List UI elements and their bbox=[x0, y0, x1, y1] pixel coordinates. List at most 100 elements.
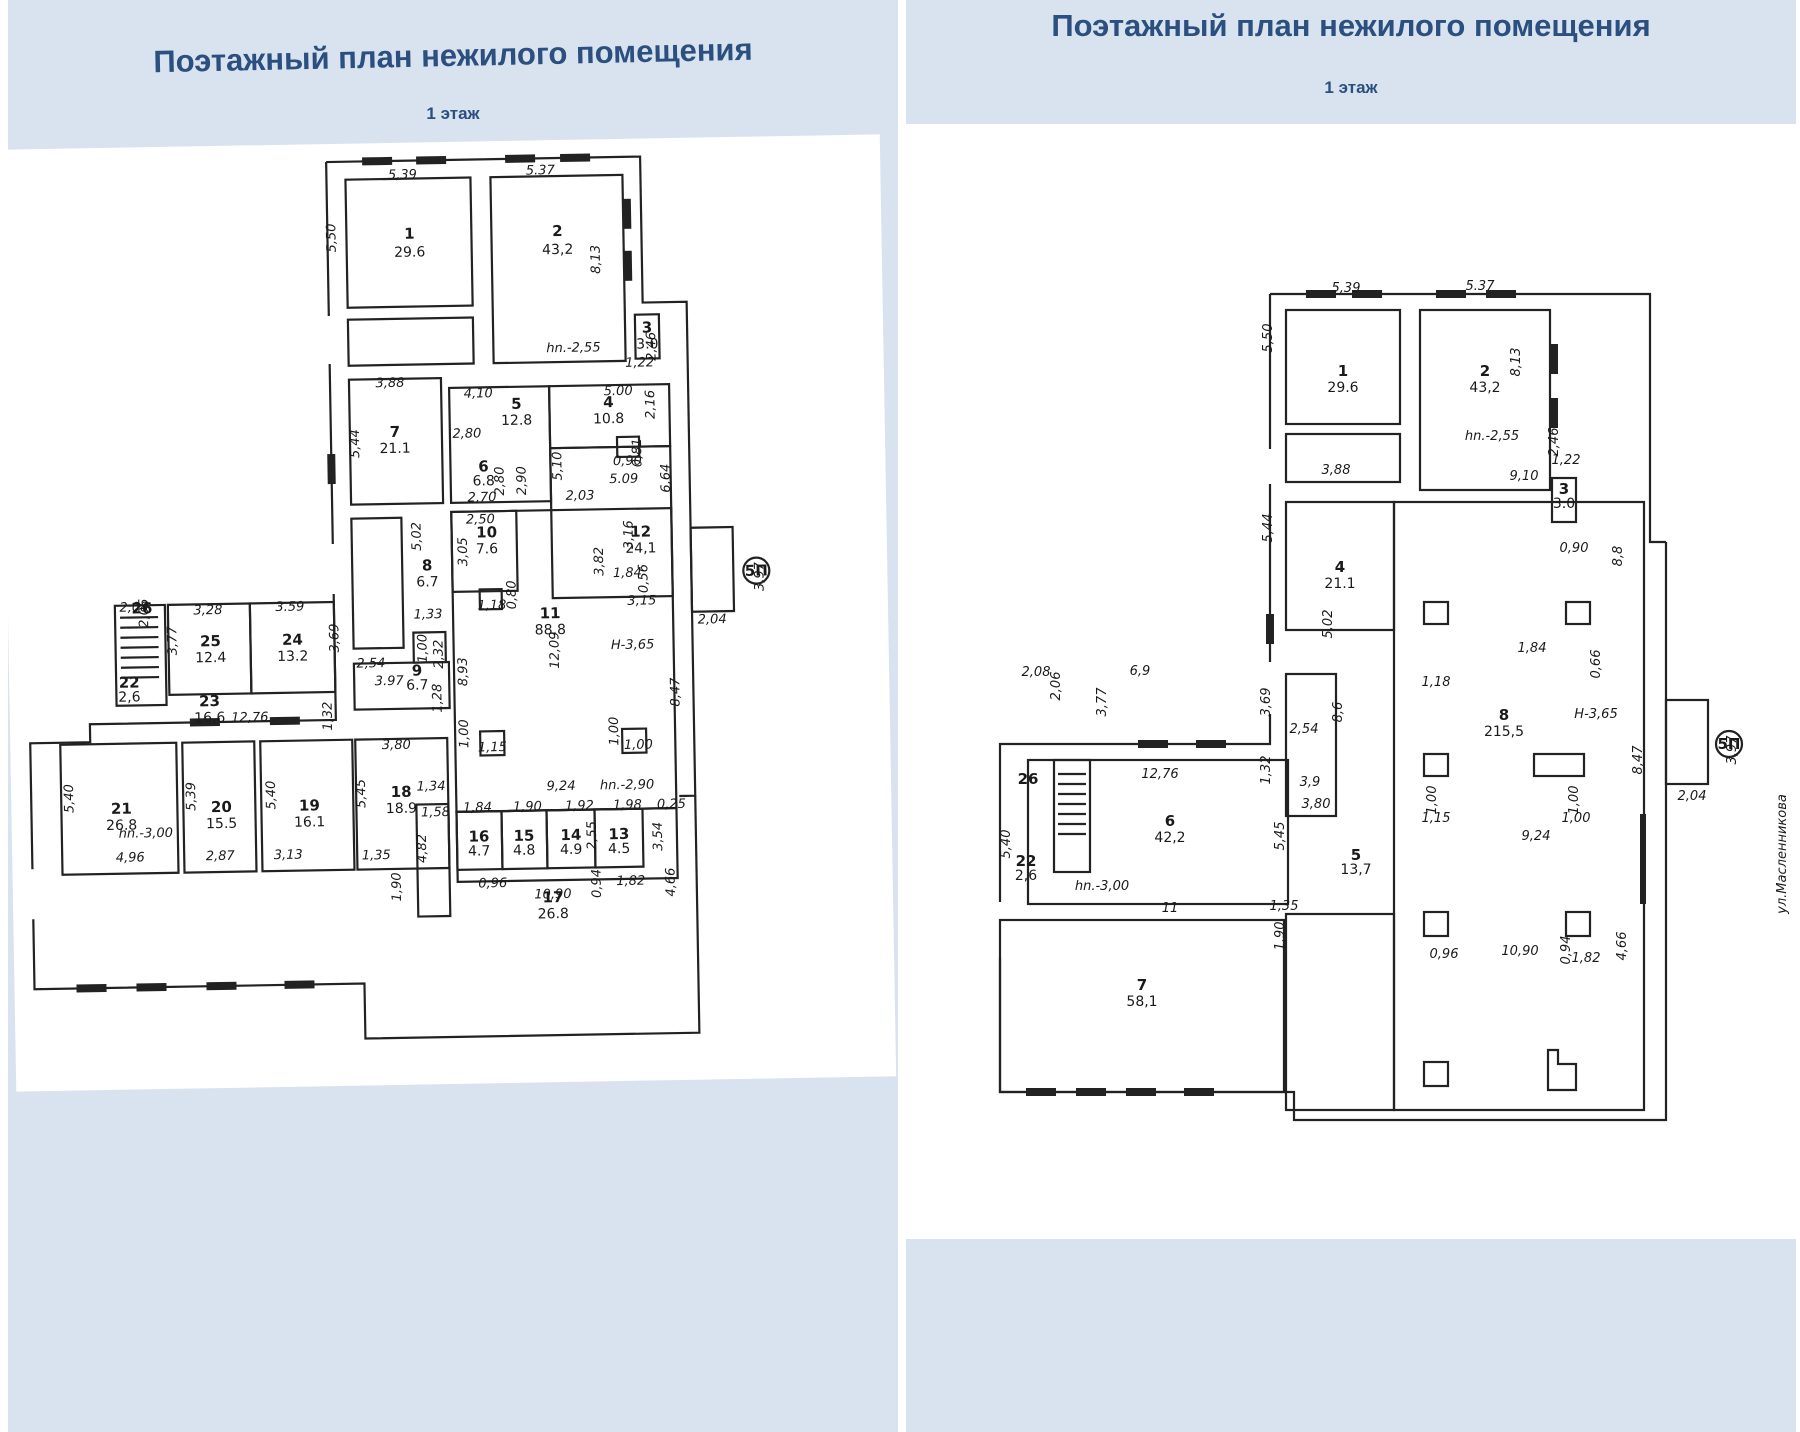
dimension-label: 10,90 bbox=[1501, 944, 1538, 959]
panel-subtitle: 1 этаж bbox=[426, 104, 480, 123]
dimension-label: 1,18 bbox=[1422, 675, 1451, 690]
room-20-area: 15.5 bbox=[206, 816, 237, 833]
windows bbox=[1026, 290, 1646, 1096]
dimension-label: 5,02 bbox=[409, 522, 425, 551]
dimension-label: 1,98 bbox=[613, 798, 642, 814]
dimension-label: 1,84 bbox=[463, 800, 492, 816]
dimension-label: 3,80 bbox=[1302, 797, 1331, 812]
room-17-number: 17 bbox=[542, 888, 563, 906]
room-23-area: 16,6 bbox=[194, 710, 226, 727]
dimension-label: 1,34 bbox=[416, 779, 445, 795]
dimension-label: 1,15 bbox=[1422, 811, 1451, 826]
dimension-label: 0,96 bbox=[1430, 947, 1459, 962]
dimension-label: 5,40 bbox=[62, 784, 78, 813]
room-9-area: 6.7 bbox=[406, 677, 429, 693]
dimension-label: 5,39 bbox=[1332, 281, 1361, 296]
room-2-number: 2 bbox=[1480, 362, 1490, 380]
dimension-label: 5,45 bbox=[1273, 822, 1288, 851]
room-15-area: 4.8 bbox=[513, 843, 536, 859]
room-25-number: 25 bbox=[200, 632, 221, 650]
dimension-label: 2,03 bbox=[565, 488, 594, 504]
room-8-number: 8 bbox=[422, 556, 433, 574]
dimension-label: Н-3,65 bbox=[611, 637, 655, 653]
dimension-label: 0,56 bbox=[636, 564, 652, 593]
dimension-label: 4,82 bbox=[415, 834, 431, 863]
dimension-label: 2,87 bbox=[206, 849, 236, 865]
dimension-label: 10,90 bbox=[534, 887, 571, 903]
panel-title: Поэтажный план нежилого помещения bbox=[153, 31, 753, 80]
room-5-number: 5 bbox=[1351, 846, 1361, 864]
dimension-label: 2,08 bbox=[119, 600, 148, 616]
dimension-label: 5,50 bbox=[1261, 324, 1276, 353]
walls bbox=[29, 155, 771, 1040]
entrance-marker: 5П bbox=[1718, 735, 1741, 753]
dimension-label: 1,33 bbox=[413, 607, 442, 623]
dimension-label: 9,24 bbox=[546, 779, 575, 795]
dimension-label: 1,84 bbox=[613, 566, 642, 582]
dimension-label: 8,47 bbox=[668, 677, 684, 707]
dimension-label: 12,76 bbox=[231, 710, 268, 726]
dimension-label: 2,46 bbox=[1547, 428, 1562, 457]
dimension-label: hn.-2,55 bbox=[546, 340, 601, 356]
room-6-area: 42,2 bbox=[1154, 830, 1185, 846]
windows bbox=[76, 153, 633, 993]
room-19-area: 16.1 bbox=[294, 814, 325, 831]
dimension-label: 1,35 bbox=[362, 848, 391, 864]
floor-plan-sheet: 1 29.6 2 43,2 3 3.0 4 21.1 5 13,7 6 42,2… bbox=[906, 124, 1796, 1239]
dimension-label: 1,82 bbox=[616, 874, 645, 890]
room-22-number: 22 bbox=[1016, 852, 1037, 870]
room-1-number: 1 bbox=[404, 225, 415, 243]
dimension-label: 2,50 bbox=[466, 512, 495, 528]
room-23-number: 23 bbox=[199, 692, 220, 710]
dimension-label: 6,9 bbox=[1130, 664, 1151, 679]
dimension-label: 2,54 bbox=[1290, 722, 1319, 737]
dimension-label: 1,15 bbox=[478, 740, 507, 756]
dimension-label: 1,92 bbox=[565, 798, 594, 814]
room-17-area: 26.8 bbox=[538, 906, 569, 923]
panel-gap bbox=[898, 0, 906, 1432]
dimension-label: 5,45 bbox=[354, 779, 370, 808]
room-13-number: 13 bbox=[608, 825, 629, 843]
room-4-number: 4 bbox=[1335, 558, 1345, 576]
dimension-label: 1,58 bbox=[421, 805, 450, 821]
room-26-number: 26 bbox=[1018, 770, 1039, 788]
dimension-label: 1,35 bbox=[1270, 899, 1299, 914]
dimension-label: 0,90 bbox=[1560, 541, 1589, 556]
dimension-label: 0,81 bbox=[630, 438, 646, 467]
room-22-number: 22 bbox=[119, 673, 140, 691]
room-10-area: 7.6 bbox=[476, 541, 499, 557]
dimension-label: 1,18 bbox=[477, 598, 506, 614]
dimension-label: 4,66 bbox=[663, 868, 679, 897]
room-24-area: 13.2 bbox=[277, 648, 308, 665]
walls bbox=[998, 292, 1744, 1122]
dimension-label: 1,90 bbox=[513, 799, 542, 815]
room-26-number: 26 bbox=[131, 599, 152, 617]
dimension-label: 2,06 bbox=[137, 599, 153, 628]
room-20-number: 20 bbox=[211, 798, 232, 816]
panel-title: Поэтажный план нежилого помещения bbox=[1051, 8, 1651, 43]
room-12-area: 24,1 bbox=[625, 540, 656, 557]
dimension-label: 3,77 bbox=[1095, 687, 1110, 717]
dimension-label: 5.37 bbox=[526, 163, 556, 179]
dimension-label: 1,22 bbox=[625, 355, 654, 371]
dimension-label: hn.-3,00 bbox=[1075, 879, 1129, 894]
room-14-number: 14 bbox=[560, 826, 581, 844]
room-2-number: 2 bbox=[552, 222, 563, 240]
dimension-label: 1,90 bbox=[390, 872, 406, 901]
dimension-label: 2,55 bbox=[585, 821, 601, 850]
dimension-label: 2,04 bbox=[698, 612, 727, 628]
dimension-label: 2,08 bbox=[1022, 665, 1051, 680]
dimension-label: 3,13 bbox=[274, 848, 303, 864]
dimension-label: 0,66 bbox=[1589, 650, 1604, 679]
room-9-number: 9 bbox=[412, 661, 423, 679]
dimension-label: 6,64 bbox=[658, 464, 674, 493]
dimension-label: 3,88 bbox=[1322, 463, 1351, 478]
dimension-label: 5,50 bbox=[324, 223, 340, 252]
room-16-area: 4.7 bbox=[468, 843, 491, 859]
dimension-label: 2,16 bbox=[643, 390, 659, 419]
dimension-label: 2,06 bbox=[1049, 672, 1064, 701]
dimension-label: 1,82 bbox=[1572, 951, 1601, 966]
room-3-number: 3 bbox=[642, 318, 653, 336]
dimension-label: 8,13 bbox=[589, 245, 605, 274]
room-19-number: 19 bbox=[299, 796, 320, 814]
